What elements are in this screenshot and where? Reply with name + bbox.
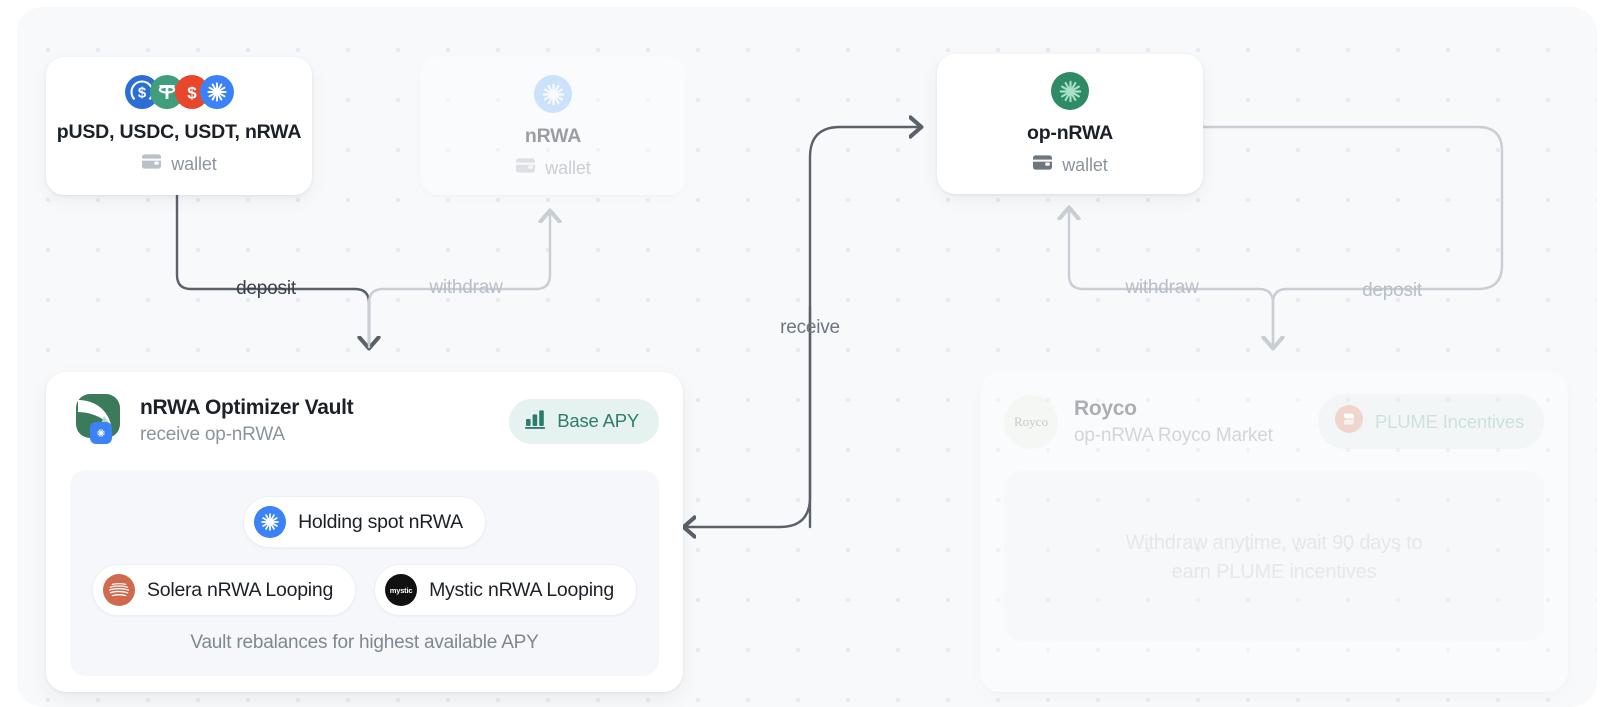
vault-titles: nRWA Optimizer Vault receive op-nRWA: [140, 396, 354, 446]
mystic-logo-text: mystic: [389, 585, 413, 595]
wire-label-deposit-left: deposit: [236, 278, 296, 299]
mystic-logo-icon: mystic: [385, 574, 418, 606]
wire-label-withdraw-left: withdraw: [429, 277, 503, 298]
wallet-card-op-nrwa[interactable]: op-nRWA wallet: [937, 54, 1203, 194]
wallet-sublabel: wallet: [1062, 154, 1108, 175]
wallet-title: op-nRWA: [1027, 122, 1113, 144]
wallet-title: nRWA: [524, 125, 582, 147]
wire-label-withdraw-right: withdraw: [1125, 277, 1199, 298]
vault-subtitle: receive op-nRWA: [140, 424, 285, 445]
vault-header: nRWA Optimizer Vault receive op-nRWA Bas…: [70, 394, 659, 448]
royco-note-line1: Withdraw anytime, wait 90 days to: [1125, 532, 1423, 554]
strategy-label: Solera nRWA Looping: [147, 578, 334, 601]
wire-receive: [808, 127, 920, 529]
plume-incentives-badge[interactable]: PLUME Incentives: [1318, 394, 1544, 449]
wire-deposit-left: [175, 193, 369, 347]
wallet-sublabel-row: wallet: [1032, 154, 1108, 176]
wallet-icon: [515, 157, 536, 179]
royco-titles: Royco op-nRWA Royco Market: [1074, 397, 1273, 447]
vault-strategies-panel: Holding spot nRWA: [70, 470, 659, 676]
svg-text:$: $: [187, 83, 197, 102]
royco-logo-text: Royco: [1014, 413, 1048, 429]
wire-receive-return: [685, 305, 812, 527]
royco-note-panel: Withdraw anytime, wait 90 days to earn P…: [1004, 471, 1544, 641]
solera-logo-icon: [103, 574, 136, 606]
svg-text:$: $: [137, 85, 146, 102]
strategy-pill-holding-spot-nrwa[interactable]: Holding spot nRWA: [243, 496, 486, 548]
royco-title: Royco: [1074, 396, 1137, 420]
wire-withdraw-right: [1069, 209, 1275, 349]
strategy-pill-solera-nrwa-looping[interactable]: Solera nRWA Looping: [92, 564, 357, 616]
wallet-sublabel: wallet: [545, 157, 591, 178]
nrwa-token-icon: [254, 506, 287, 538]
strategy-label: Holding spot nRWA: [298, 510, 463, 533]
wallet-title: pUSD, USDC, USDT, nRWA: [56, 121, 302, 143]
nrwa-token-icon: [199, 75, 234, 109]
flow-diagram-canvas: deposit withdraw receive withdraw deposi…: [17, 7, 1597, 707]
strategy-pill-row: Solera nRWA Looping mystic Mystic nRWA L…: [92, 564, 637, 616]
nrwa-optimizer-vault-logo: [70, 394, 124, 448]
royco-panel[interactable]: Royco Royco op-nRWA Royco Market PLUME I…: [980, 372, 1568, 692]
wire-label-deposit-right: deposit: [1362, 280, 1422, 301]
wallet-card-source-tokens[interactable]: $ $: [46, 57, 312, 195]
royco-subtitle: op-nRWA Royco Market: [1074, 424, 1273, 446]
bar-chart-icon: [525, 409, 546, 434]
plume-incentives-badge-label: PLUME Incentives: [1375, 410, 1524, 432]
royco-header: Royco Royco op-nRWA Royco Market PLUME I…: [1004, 394, 1544, 449]
wallet-card-nrwa[interactable]: nRWA wallet: [420, 57, 686, 195]
wire-withdraw-left: [367, 212, 550, 349]
wire-deposit-right: [1200, 125, 1504, 347]
connector-wires: [175, 7, 1504, 707]
strategy-label: Mystic nRWA Looping: [429, 578, 614, 601]
token-cluster: $ $: [124, 75, 234, 109]
royco-note-line2: earn PLUME incentives: [1171, 561, 1377, 583]
op-nrwa-token-icon: [1051, 72, 1089, 110]
wallet-sublabel-row: wallet: [141, 153, 217, 175]
base-apy-badge[interactable]: Base APY: [509, 398, 659, 444]
royco-logo-icon: Royco: [1004, 394, 1058, 449]
vault-panel[interactable]: nRWA Optimizer Vault receive op-nRWA Bas…: [46, 372, 683, 692]
nrwa-token-icon: [534, 75, 572, 113]
base-apy-badge-label: Base APY: [557, 410, 639, 431]
wallet-sublabel: wallet: [171, 153, 217, 174]
plume-logo-icon: [1334, 404, 1364, 439]
strategy-pill-mystic-nrwa-looping[interactable]: mystic Mystic nRWA Looping: [374, 564, 637, 616]
royco-note: Withdraw anytime, wait 90 days to earn P…: [1126, 529, 1423, 587]
vault-footnote: Vault rebalances for highest available A…: [190, 632, 539, 653]
wallet-icon: [141, 153, 162, 175]
vault-title: nRWA Optimizer Vault: [140, 396, 354, 419]
wire-label-receive: receive: [780, 317, 840, 338]
wallet-sublabel-row: wallet: [515, 157, 591, 179]
wallet-icon: [1032, 154, 1053, 176]
